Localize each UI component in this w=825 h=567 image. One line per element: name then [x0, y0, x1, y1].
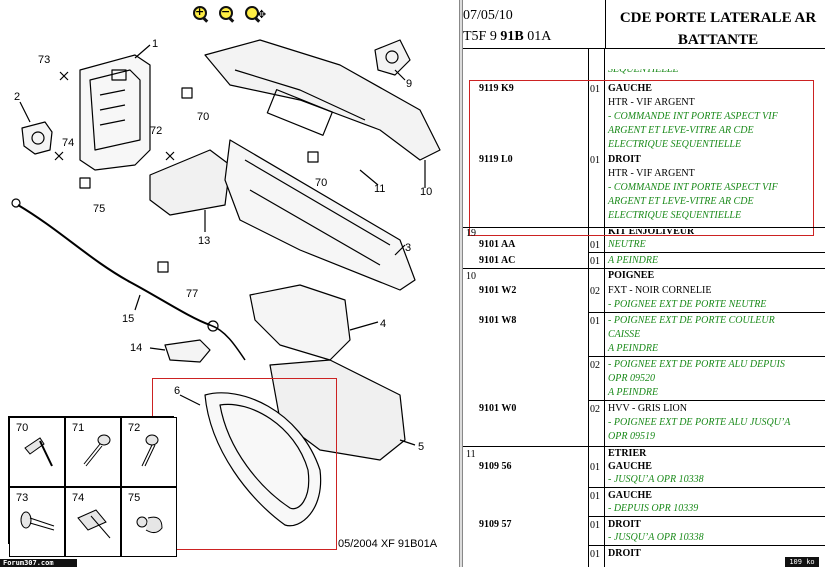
clip-icon [77, 509, 111, 539]
part-ref[interactable]: 9101 AC [479, 255, 516, 266]
part-ref[interactable]: 9109 56 [479, 461, 512, 472]
part-ref[interactable]: 9101 W2 [479, 285, 517, 296]
callout-4: 4 [380, 318, 386, 330]
callout-72: 72 [150, 125, 162, 137]
bolt-icon [20, 511, 55, 531]
fastener-cell-70[interactable]: 70 [9, 417, 65, 487]
part-ref[interactable]: 9101 AA [479, 239, 516, 250]
pane-divider[interactable] [459, 0, 463, 567]
part-ref[interactable]: 9101 W8 [479, 315, 517, 326]
header-info: 07/05/10 T5F 9 91B 01A [463, 0, 606, 49]
part-ref[interactable]: 9119 L0 [479, 154, 513, 165]
callout-1: 1 [152, 38, 158, 50]
file-size-badge: 109 ko [785, 557, 819, 567]
screw-icon [141, 434, 159, 467]
diagram-reference: 05/2004 XF 91B01A [338, 538, 438, 550]
watermark: Forum307.com [0, 559, 77, 567]
callout-13: 13 [198, 235, 210, 247]
catalog-code: T5F 9 91B 01A [463, 29, 552, 44]
callout-9: 9 [406, 78, 412, 90]
zoom-out-button[interactable]: − [218, 5, 236, 23]
catalog-date: 07/05/10 [463, 8, 513, 23]
rivet-icon [24, 437, 53, 467]
diagram-highlight-box [152, 378, 337, 550]
callout-3: 3 [405, 242, 411, 254]
callout-10: 10 [420, 186, 432, 198]
callout-6: 6 [174, 385, 180, 397]
zoom-toolbar: + − ✥ [192, 5, 270, 23]
exploded-diagram-pane: 1 2 3 4 5 6 9 10 11 13 14 15 70 70 72 73… [0, 5, 441, 567]
screw-icon [83, 434, 111, 467]
callout-14: 14 [130, 342, 142, 354]
part-lock-housing [79, 54, 151, 171]
callout-11: 11 [374, 183, 385, 195]
callout-5: 5 [418, 441, 424, 453]
fastener-legend-table: 70 71 72 73 74 75 [8, 416, 177, 557]
page-title: CDE PORTE LATERALE AR BATTANTE [619, 10, 817, 48]
clip-icon [136, 516, 163, 534]
fastener-cell-71[interactable]: 71 [65, 417, 121, 487]
callout-75: 75 [93, 203, 105, 215]
fastener-cell-74[interactable]: 74 [65, 487, 121, 557]
zoom-in-button[interactable]: + [192, 5, 210, 23]
callout-2: 2 [14, 91, 20, 103]
move-icon: ✥ [257, 8, 267, 21]
part-ref[interactable]: 9119 K9 [479, 83, 514, 94]
callout-73: 73 [38, 54, 50, 66]
part-ref[interactable]: 9101 W0 [479, 403, 517, 414]
selected-parts-highlight [469, 80, 814, 236]
callout-77: 77 [186, 288, 198, 300]
callout-15: 15 [122, 313, 134, 325]
fastener-cell-73[interactable]: 73 [9, 487, 65, 557]
parts-list-pane: 07/05/10 T5F 9 91B 01A CDE PORTE LATERAL… [463, 0, 825, 567]
fastener-cell-75[interactable]: 75 [121, 487, 177, 557]
part-ref[interactable]: 9109 57 [479, 519, 512, 530]
zoom-pan-button[interactable]: ✥ [244, 5, 270, 23]
exploded-parts-drawing: 1 2 3 4 5 6 9 10 11 13 14 15 70 70 72 73… [11, 38, 441, 527]
callout-70b: 70 [315, 177, 327, 189]
callout-74: 74 [62, 137, 74, 149]
fastener-cell-72[interactable]: 72 [121, 417, 177, 487]
callout-70a: 70 [197, 111, 209, 123]
